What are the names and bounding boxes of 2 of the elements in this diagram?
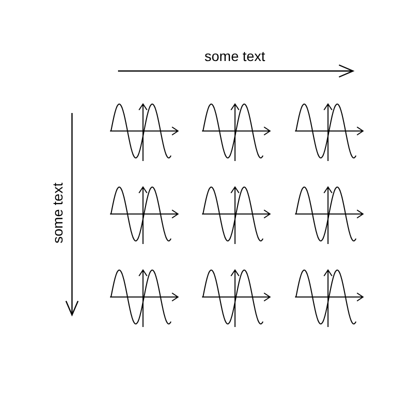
axis-label: some text (204, 48, 266, 64)
axis-label: some text (48, 182, 65, 244)
